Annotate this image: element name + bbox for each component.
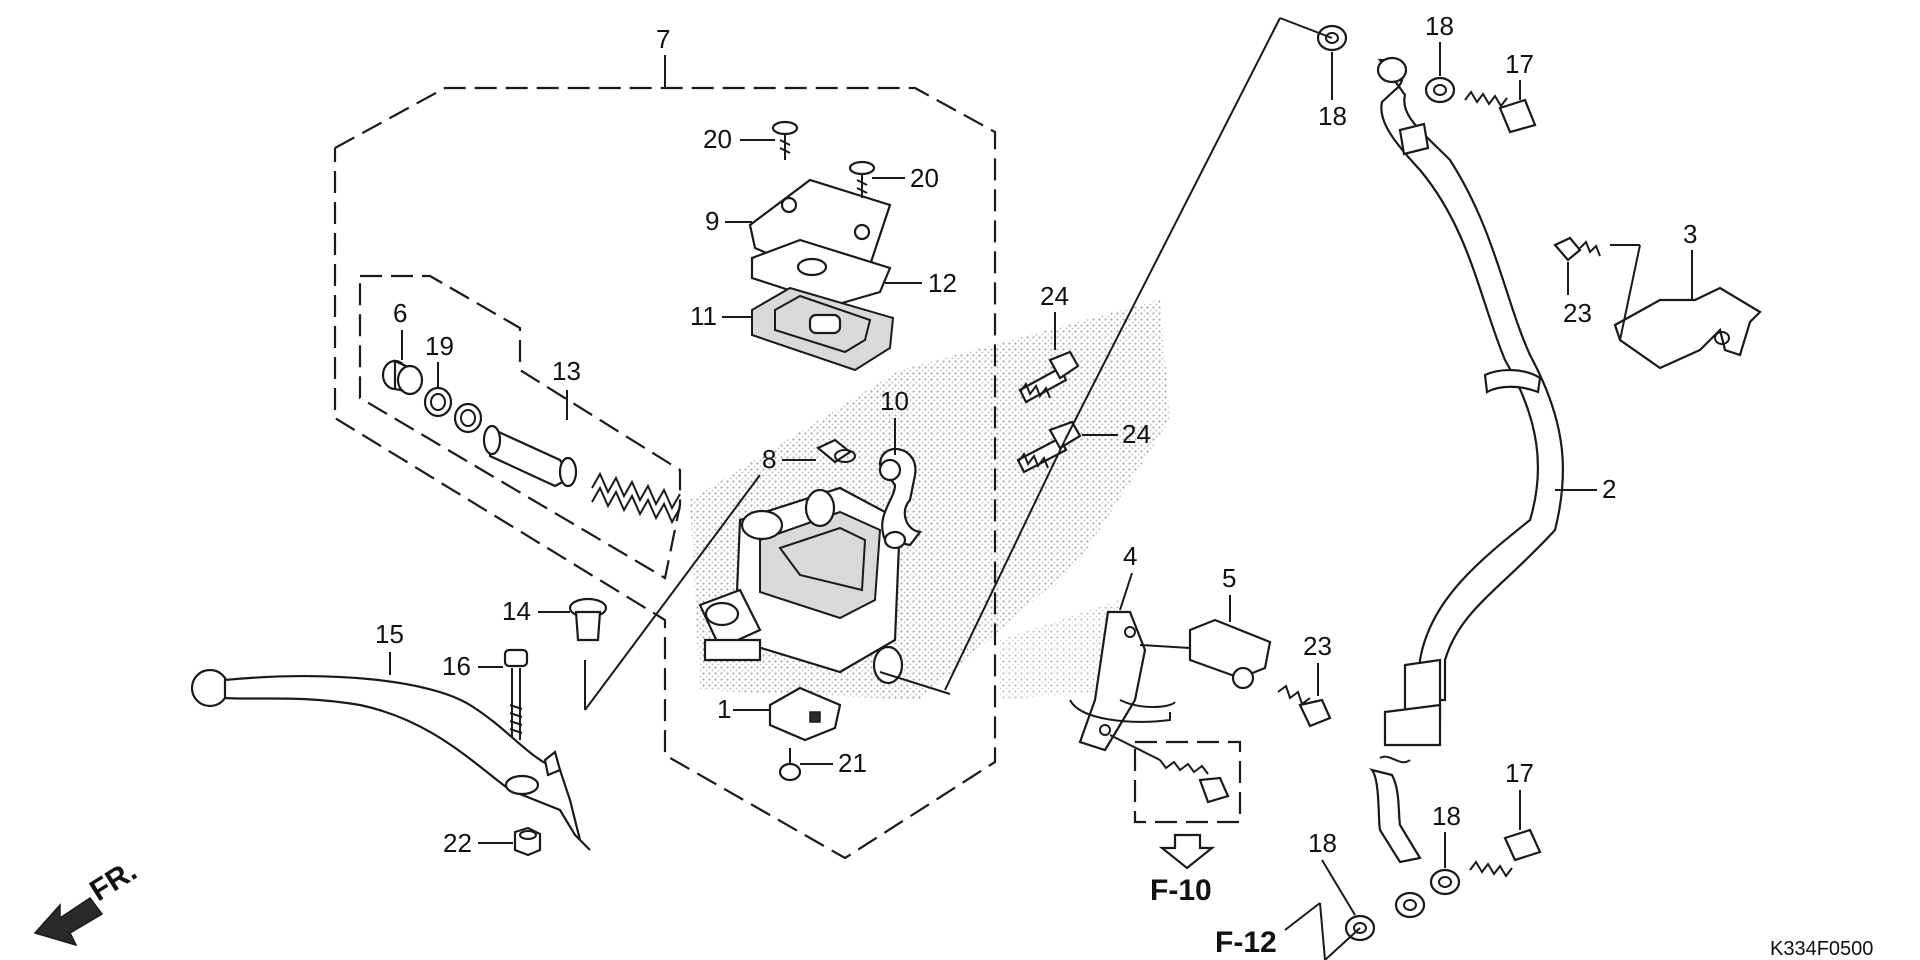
callout-24-lower: 24 (1122, 419, 1151, 449)
reservoir-plate (750, 238, 892, 307)
piston-assembly (381, 359, 681, 525)
front-direction-label: FR. (84, 854, 142, 908)
callout-15: 15 (375, 619, 404, 649)
callout-19: 19 (425, 331, 454, 361)
banjo-bolt-17-bottom (1469, 828, 1542, 878)
callout-10: 10 (880, 386, 909, 416)
callout-18-bottom-left: 18 (1308, 828, 1337, 858)
callout-21: 21 (838, 748, 867, 778)
switch-5 (1139, 618, 1272, 690)
callout-6: 6 (393, 298, 407, 328)
callout-4: 4 (1123, 541, 1137, 571)
screw-20-left (771, 120, 799, 160)
f10-arrow-icon (1158, 833, 1216, 870)
group-13-outline (358, 274, 682, 580)
screw-20-right (848, 160, 876, 198)
bolt-23-upper (1553, 236, 1601, 262)
f10-dashed-box (1133, 740, 1242, 824)
callout-11: 11 (690, 301, 717, 331)
callout-2: 2 (1602, 474, 1616, 504)
pivot-bolt-16 (503, 648, 529, 740)
banjo-bolt-17-top (1464, 90, 1537, 134)
callout-20-left: 20 (703, 124, 732, 154)
callout-18-top-left: 18 (1318, 101, 1347, 131)
callout-8: 8 (762, 444, 776, 474)
leader-lines (584, 17, 1641, 960)
callout-23-lower: 23 (1303, 631, 1332, 661)
reservoir-diaphragm (751, 286, 895, 372)
washer-18-bottom-right (1429, 868, 1461, 896)
callout-16: 16 (442, 651, 471, 681)
callout-18-top-right: 18 (1425, 11, 1454, 41)
washer-18-top-right (1424, 76, 1456, 104)
callout-13: 13 (552, 356, 581, 386)
bolt-24-upper (1018, 350, 1080, 404)
ref-f12: F-12 (1215, 926, 1277, 959)
callout-20-right: 20 (910, 163, 939, 193)
callout-5: 5 (1222, 563, 1236, 593)
callout-7: 7 (656, 24, 670, 54)
nut-22 (513, 826, 542, 857)
callout-12: 12 (928, 268, 957, 298)
master-cylinder-body (698, 486, 951, 695)
bolt-24-lower (1016, 420, 1082, 474)
callout-17-bottom: 17 (1505, 758, 1534, 788)
handlebar-holder (878, 447, 923, 550)
callout-17-top: 17 (1505, 49, 1534, 79)
callout-9: 9 (705, 206, 719, 236)
stop-switch (768, 686, 842, 742)
brake-hose-2 (1369, 56, 1565, 919)
callout-23-upper: 23 (1563, 298, 1592, 328)
callout-24-upper: 24 (1040, 281, 1069, 311)
callout-labels: 7 20 20 9 12 11 6 19 13 24 24 10 8 14 15… (375, 11, 1697, 916)
callout-1: 1 (717, 694, 731, 724)
diagram-code: K334F0500 (1770, 938, 1873, 960)
bolt-23-lower (1277, 684, 1332, 728)
callout-18-bottom-right: 18 (1432, 801, 1461, 831)
screw-21 (778, 748, 802, 782)
callout-22: 22 (443, 828, 472, 858)
bracket-4 (1069, 610, 1176, 752)
brake-lever (190, 668, 591, 851)
ref-f10: F-10 (1150, 874, 1212, 907)
clip-8 (815, 438, 856, 464)
callout-3: 3 (1683, 219, 1697, 249)
callout-14: 14 (502, 596, 531, 626)
hose-guide-3 (1613, 286, 1762, 370)
bolt-f10-box (1109, 734, 1230, 804)
front-direction-arrow-icon (33, 896, 104, 947)
pivot-collar-14 (568, 597, 608, 642)
group-7-outline (333, 55, 997, 860)
